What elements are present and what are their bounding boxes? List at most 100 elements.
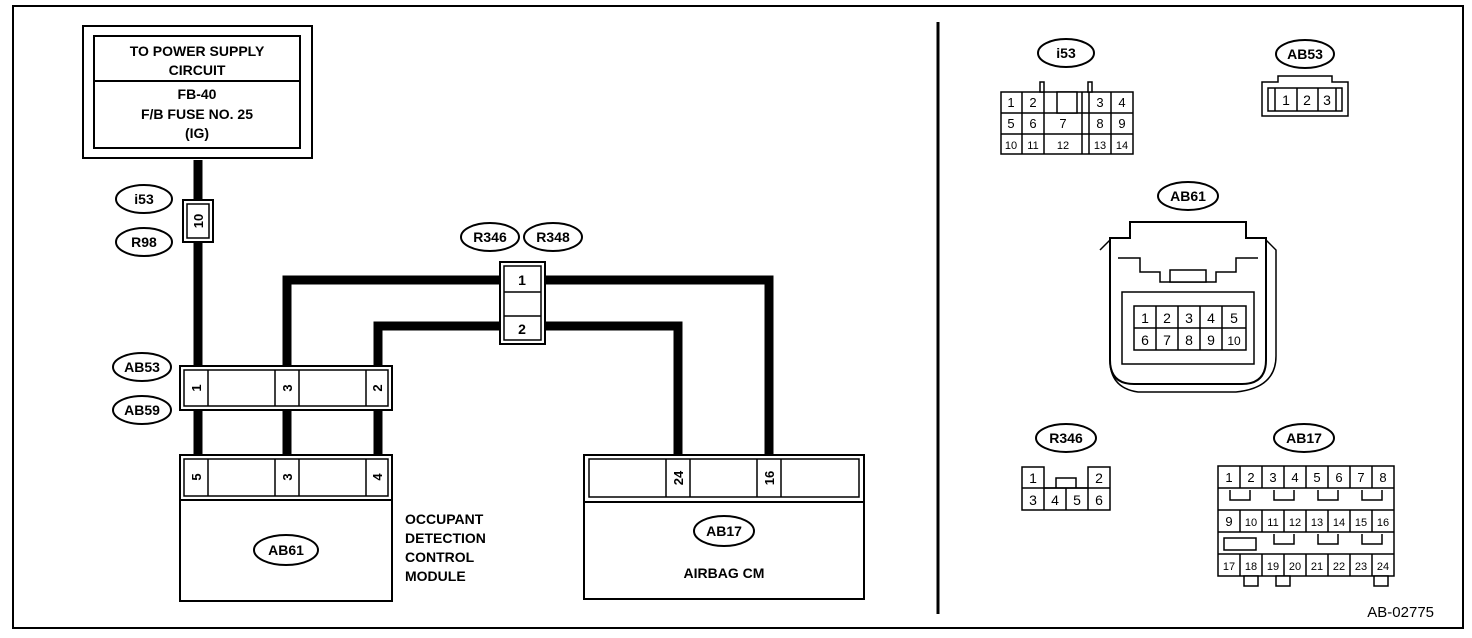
i53-pin: 12 bbox=[1057, 140, 1069, 152]
view-ab61-title: AB61 bbox=[1170, 188, 1206, 204]
ab17-pin: 1 bbox=[1225, 470, 1232, 485]
ab53-pin: 1 bbox=[1282, 92, 1290, 108]
i53-pin: 7 bbox=[1059, 116, 1066, 131]
label-r346: R346 bbox=[473, 229, 507, 245]
pin-ab17-16: 16 bbox=[762, 471, 777, 485]
power-box-line3: FB-40 bbox=[178, 86, 217, 102]
ab17-pin: 10 bbox=[1245, 517, 1257, 529]
odcm-line3: CONTROL bbox=[405, 549, 475, 565]
view-i53-title: i53 bbox=[1056, 45, 1076, 61]
wire-r346-2-right bbox=[545, 321, 683, 458]
ab17-pin: 15 bbox=[1355, 517, 1367, 529]
label-r98: R98 bbox=[131, 234, 157, 250]
i53-pin: 1 bbox=[1007, 95, 1014, 110]
pin-ab53-1: 1 bbox=[189, 384, 204, 391]
power-box-line4: F/B FUSE NO. 25 bbox=[141, 106, 253, 122]
i53-pin: 14 bbox=[1116, 140, 1128, 152]
power-box-line5: (IG) bbox=[185, 125, 209, 141]
ab17-pin: 11 bbox=[1267, 517, 1278, 529]
pin-ab61-3: 3 bbox=[280, 473, 295, 480]
connector-ab53-ab59: 1 3 2 AB53 AB59 bbox=[112, 352, 393, 425]
airbag-cm-label: AIRBAG CM bbox=[684, 565, 765, 581]
ab17-pin: 12 bbox=[1289, 517, 1301, 529]
view-ab53-title: AB53 bbox=[1287, 46, 1323, 62]
figure-id: AB-02775 bbox=[1367, 604, 1434, 621]
ab61-pin: 6 bbox=[1141, 332, 1149, 348]
r346-pin: 5 bbox=[1073, 492, 1081, 508]
ab17-pin: 4 bbox=[1291, 470, 1298, 485]
power-box-line2: CIRCUIT bbox=[169, 62, 226, 78]
module-occupant-detection: 5 3 4 AB61 OCCUPANT DETECTION CONTROL MO… bbox=[179, 454, 486, 602]
ab61-pin: 3 bbox=[1185, 310, 1193, 326]
connector-r346-r348: 1 2 R346 R348 bbox=[460, 222, 583, 345]
pin-i53-10: 10 bbox=[191, 214, 206, 228]
ab17-pin: 5 bbox=[1313, 470, 1320, 485]
ab17-pin: 16 bbox=[1377, 517, 1389, 529]
connector-view-i53: i53 1 2 3 4 5 6 7 8 9 10 11 12 bbox=[1000, 38, 1134, 155]
ab61-pin: 5 bbox=[1230, 310, 1238, 326]
ab61-pin: 2 bbox=[1163, 310, 1171, 326]
odcm-line2: DETECTION bbox=[405, 530, 486, 546]
ab61-pin: 10 bbox=[1227, 334, 1241, 348]
label-ab59: AB59 bbox=[124, 402, 160, 418]
ab61-pin: 8 bbox=[1185, 332, 1193, 348]
ab61-pin: 7 bbox=[1163, 332, 1171, 348]
pin-r346-1: 1 bbox=[518, 272, 526, 288]
ab53-pin: 3 bbox=[1323, 92, 1331, 108]
ab17-pin: 2 bbox=[1247, 470, 1254, 485]
i53-pin: 4 bbox=[1118, 95, 1125, 110]
ab17-pin: 18 bbox=[1245, 561, 1257, 573]
ab17-pin: 21 bbox=[1311, 561, 1323, 573]
power-box-line1: TO POWER SUPPLY bbox=[130, 43, 265, 59]
i53-pin: 6 bbox=[1029, 116, 1036, 131]
ab61-pin: 9 bbox=[1207, 332, 1215, 348]
label-i53: i53 bbox=[134, 191, 154, 207]
ab17-pin: 6 bbox=[1335, 470, 1342, 485]
r346-pin: 3 bbox=[1029, 492, 1037, 508]
ab17-pin: 8 bbox=[1379, 470, 1386, 485]
pin-ab53-3: 3 bbox=[280, 384, 295, 391]
i53-pin: 9 bbox=[1118, 116, 1125, 131]
connector-view-r346: R346 1 2 3 4 5 6 bbox=[1021, 423, 1111, 511]
ab17-pin: 14 bbox=[1333, 517, 1345, 529]
ab17-pin: 24 bbox=[1377, 561, 1389, 573]
pin-ab17-24: 24 bbox=[671, 470, 686, 485]
pin-ab61-5: 5 bbox=[189, 473, 204, 480]
ab53-pin: 2 bbox=[1303, 92, 1311, 108]
label-r348: R348 bbox=[536, 229, 570, 245]
label-ab53: AB53 bbox=[124, 359, 160, 375]
view-r346-title: R346 bbox=[1049, 430, 1083, 446]
wire-r346-1-right bbox=[545, 275, 774, 458]
pin-ab53-2: 2 bbox=[370, 384, 385, 391]
connector-i53-r98: 10 i53 R98 bbox=[115, 184, 214, 257]
ab17-pin: 20 bbox=[1289, 561, 1301, 573]
i53-pin: 10 bbox=[1005, 140, 1017, 152]
wire-r346-1 bbox=[282, 275, 500, 370]
odcm-line4: MODULE bbox=[405, 568, 466, 584]
r346-pin: 4 bbox=[1051, 492, 1059, 508]
module-airbag-cm: 24 16 AB17 AIRBAG CM bbox=[583, 454, 865, 600]
label-ab61: AB61 bbox=[268, 542, 304, 558]
i53-pin: 5 bbox=[1007, 116, 1014, 131]
ab17-pin: 3 bbox=[1269, 470, 1276, 485]
ab17-pin: 22 bbox=[1333, 561, 1345, 573]
i53-pin: 8 bbox=[1096, 116, 1103, 131]
r346-pin: 2 bbox=[1095, 470, 1103, 486]
i53-pin: 2 bbox=[1029, 95, 1036, 110]
wires bbox=[193, 160, 774, 458]
power-supply-box: TO POWER SUPPLY CIRCUIT FB-40 F/B FUSE N… bbox=[82, 25, 313, 159]
ab17-pin: 23 bbox=[1355, 561, 1367, 573]
ab17-pin: 7 bbox=[1357, 470, 1364, 485]
label-ab17: AB17 bbox=[706, 523, 742, 539]
i53-pin: 3 bbox=[1096, 95, 1103, 110]
ab17-pin: 17 bbox=[1223, 561, 1235, 573]
ab61-pin: 1 bbox=[1141, 310, 1149, 326]
odcm-line1: OCCUPANT bbox=[405, 511, 484, 527]
outer-frame bbox=[12, 5, 1464, 629]
ab17-pin: 19 bbox=[1267, 561, 1279, 573]
pin-ab61-4: 4 bbox=[370, 473, 385, 481]
i53-pin: 13 bbox=[1094, 140, 1106, 152]
connector-view-ab61: AB61 1 2 3 4 5 6 7 8 9 10 bbox=[1099, 181, 1277, 393]
connector-view-ab53: AB53 1 2 3 bbox=[1261, 39, 1349, 117]
